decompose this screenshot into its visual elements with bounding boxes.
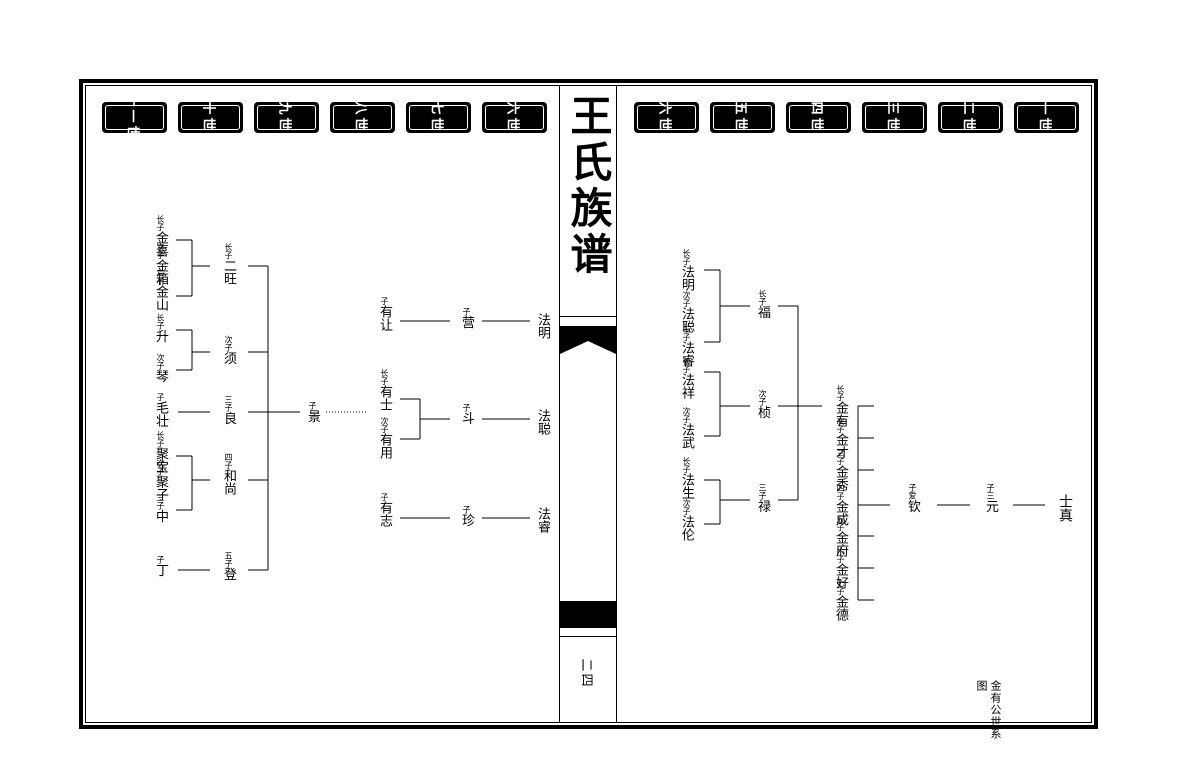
person-node: 次子金才 bbox=[833, 417, 848, 459]
person-node: 长子金有 bbox=[833, 385, 848, 427]
person-node: 三子禄 bbox=[755, 483, 770, 513]
generation-label: 六世 bbox=[482, 101, 547, 134]
person-node: 长子法祥 bbox=[679, 357, 694, 399]
person-node: 次子聚子 bbox=[153, 459, 168, 501]
person-node: 士真 bbox=[1057, 494, 1073, 522]
inner-border bbox=[85, 85, 1092, 723]
generation-label: 二世 bbox=[938, 101, 1003, 134]
spine-left-line bbox=[559, 86, 560, 722]
person-node: 五子登 bbox=[221, 551, 236, 581]
chart-caption: 金有公世系图 bbox=[975, 680, 1002, 740]
generation-label: 四世 bbox=[786, 101, 851, 134]
generation-label: 一世 bbox=[1014, 101, 1079, 134]
person-node: 子爱钦 bbox=[905, 483, 920, 513]
person-node: 次子有用 bbox=[377, 417, 392, 459]
person-node: 七子金德 bbox=[833, 579, 848, 621]
person-node: 三子良 bbox=[221, 395, 236, 425]
outer-border bbox=[79, 79, 1098, 729]
person-node: 三子金山 bbox=[153, 269, 168, 311]
generation-label: 九世 bbox=[254, 101, 319, 134]
person-node: 长子金喜 bbox=[153, 215, 168, 257]
person-node: 四子和尚 bbox=[221, 453, 236, 495]
person-node: 长子法明 bbox=[679, 249, 694, 291]
generation-label: 十世 bbox=[178, 101, 243, 134]
person-node: 次子金箱 bbox=[153, 243, 168, 285]
spine-divider bbox=[560, 636, 616, 637]
book-title: 王氏族谱 bbox=[564, 94, 613, 278]
generation-label: 三世 bbox=[862, 101, 927, 134]
person-node: 次子琴 bbox=[153, 353, 168, 383]
person-node: 子景 bbox=[305, 401, 320, 423]
person-node: 长子升 bbox=[153, 313, 168, 343]
person-node: 子丁 bbox=[153, 555, 168, 577]
generation-label: 七世 bbox=[406, 101, 471, 134]
generation-label: 五世 bbox=[710, 101, 775, 134]
person-node: 法睿 bbox=[535, 507, 550, 533]
person-node: 长子二旺 bbox=[221, 243, 236, 285]
person-node: 次子法伦 bbox=[679, 499, 694, 541]
person-node: 法聪 bbox=[535, 409, 550, 435]
person-node: 六子金好 bbox=[833, 547, 848, 589]
spine-right-line bbox=[616, 86, 617, 722]
person-node: 子营 bbox=[459, 307, 474, 329]
person-node: 次子须 bbox=[221, 335, 236, 365]
person-node: 三子中 bbox=[153, 493, 168, 523]
person-node: 五子金府 bbox=[833, 515, 848, 557]
person-node: 子有让 bbox=[377, 297, 392, 331]
person-node: 长子福 bbox=[755, 289, 770, 319]
generation-label: 十一世 bbox=[102, 93, 167, 142]
person-node: 三子金秀 bbox=[833, 449, 848, 491]
person-node: 长子有士 bbox=[377, 369, 392, 411]
person-node: 三子法睿 bbox=[679, 325, 694, 367]
person-node: 子有志 bbox=[377, 493, 392, 527]
person-node: 子斗 bbox=[459, 403, 474, 425]
person-node: 次子法聪 bbox=[679, 291, 694, 333]
person-node: 子三元 bbox=[983, 483, 998, 513]
person-node: 长子聚宝 bbox=[153, 431, 168, 473]
generation-label: 八世 bbox=[330, 101, 395, 134]
person-node: 次子法武 bbox=[679, 407, 694, 449]
person-node: 次子桢 bbox=[755, 389, 770, 419]
person-node: 子毛壮 bbox=[153, 393, 168, 427]
person-node: 法明 bbox=[535, 313, 550, 339]
person-node: 子珍 bbox=[459, 505, 474, 527]
spine-divider bbox=[560, 316, 616, 317]
generation-label: 六世 bbox=[634, 101, 699, 134]
person-node: 四子金成 bbox=[833, 484, 848, 526]
person-node: 长子法生 bbox=[679, 457, 694, 499]
